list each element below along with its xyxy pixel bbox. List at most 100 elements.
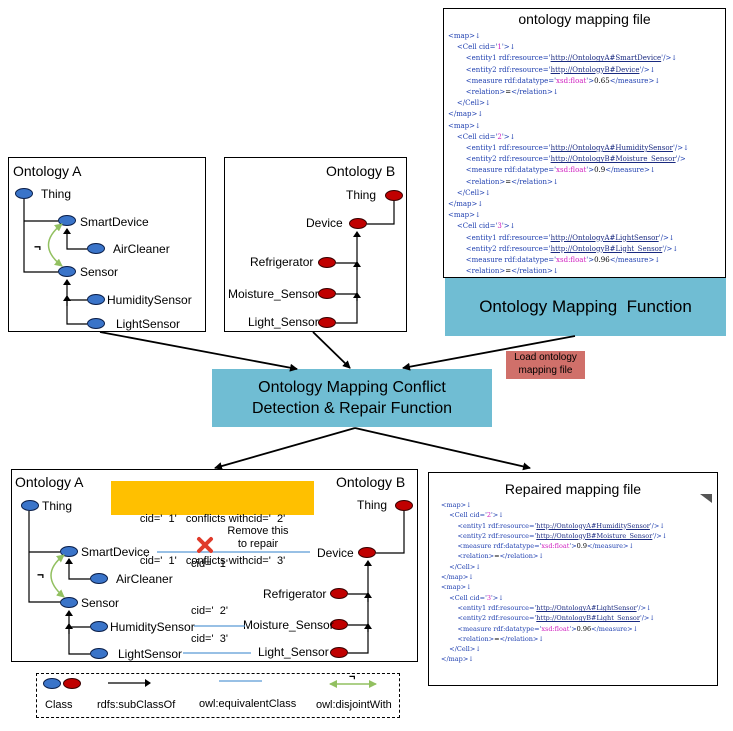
- label-aircleaner: AirCleaner: [113, 242, 170, 256]
- label-lightsensor: LightSensor: [116, 317, 181, 331]
- class-node-refrigerator: [318, 257, 336, 268]
- cid-label-3: cid=' 3': [191, 633, 228, 645]
- ontology-a-title: Ontology A: [13, 163, 82, 179]
- label-moisture-sensor: Moisture_Sensor: [228, 287, 319, 301]
- label-thing-a: Thing: [42, 499, 73, 513]
- label-moisture-sensor: Moisture_Sensor: [243, 618, 334, 632]
- legend-class-label: Class: [45, 699, 73, 711]
- class-node-device: [358, 547, 376, 558]
- code-line: <relation>=</relation>↓: [441, 552, 544, 561]
- ontology-b-title: Ontology B: [326, 163, 396, 179]
- conflict-function-line1: Ontology Mapping Conflict: [258, 379, 446, 396]
- conflict-item: cid=' 1' conflicts withcid=' 2': [139, 513, 286, 525]
- code-line: <Cell cid='3'>↓: [448, 222, 516, 231]
- code-line: <relation>=</relation>↓: [441, 634, 544, 643]
- code-line: <Cell cid='2'>↓: [448, 132, 516, 141]
- class-node-thing-a: [15, 188, 33, 199]
- code-line: <measure rdf:datatype='xsd:float'>0.96</…: [441, 624, 639, 633]
- code-line: <measure rdf:datatype='xsd:float'>0.9</m…: [441, 542, 634, 551]
- flow-arrow-to-repaired: [354, 427, 531, 471]
- mapping-file-code: <map>↓ <Cell cid='1'>↓ <entity1 rdf:reso…: [448, 31, 689, 300]
- label-thing-a: Thing: [41, 187, 72, 201]
- ontology-mapping-function: Ontology Mapping Function: [445, 278, 726, 336]
- code-line: <measure rdf:datatype='xsd:float'>0.9</m…: [448, 166, 656, 175]
- code-line: <Cell cid='2'>↓: [441, 511, 504, 520]
- ontology-b-panel: Ontology B: [224, 157, 407, 332]
- class-node-light-sensor: [330, 647, 348, 658]
- label-sensor: Sensor: [81, 596, 120, 610]
- class-node-thing-b: [385, 190, 403, 201]
- label-thing-b: Thing: [357, 498, 388, 512]
- label-aircleaner: AirCleaner: [116, 572, 173, 586]
- code-line: </Cell>↓: [441, 562, 481, 571]
- class-node-light-sensor: [318, 317, 336, 328]
- code-line: <measure rdf:datatype='xsd:float'>0.65</…: [448, 76, 661, 85]
- code-line: </Cell>↓: [448, 99, 491, 108]
- code-line: <measure rdf:datatype='xsd:float'>0.96</…: [448, 256, 661, 265]
- code-line: <entity2 rdf:resource='http://OntologyB#…: [448, 244, 679, 253]
- class-node-thing-a: [21, 500, 39, 511]
- legend: Class rdfs:subClassOf owl:equivalentClas…: [36, 671, 400, 718]
- repaired-file-title: Repaired mapping file: [504, 481, 642, 497]
- class-node-humiditysensor: [87, 294, 105, 305]
- class-node-aircleaner: [90, 573, 108, 584]
- class-node-smartdevice: [58, 215, 76, 226]
- class-node-refrigerator: [330, 588, 348, 599]
- class-node-lightsensor: [87, 318, 105, 329]
- code-line: <relation>=</relation>↓: [448, 88, 559, 97]
- remove-note-line2: to repair: [237, 538, 279, 550]
- code-line: <entity1 rdf:resource='http://OntologyA#…: [448, 54, 678, 63]
- label-smartdevice: SmartDevice: [81, 545, 150, 559]
- result-ontology-a-title: Ontology A: [15, 474, 84, 490]
- repaired-file-panel: Repaired mapping file <map>↓ <Cell cid='…: [428, 472, 718, 686]
- code-line: </Cell>↓: [441, 645, 481, 654]
- flow-arrow-ontology-b: [312, 331, 351, 369]
- conflict-function-line2: Detection & Repair Function: [251, 400, 453, 417]
- class-node-moisture-sensor: [318, 288, 336, 299]
- label-device: Device: [306, 216, 343, 230]
- remove-note-line1: Remove this: [227, 525, 289, 537]
- class-node-lightsensor: [90, 648, 108, 659]
- code-line: <entity2 rdf:resource='http://OntologyB#…: [448, 65, 656, 74]
- code-line: <relation>=</relation>↓: [448, 177, 559, 186]
- class-node-smartdevice: [60, 546, 78, 557]
- cid-label-1: cid=' 1': [191, 558, 228, 570]
- code-line: <map>↓: [448, 32, 481, 40]
- mapping-file-panel: ontology mapping file <map>↓ <Cell cid='…: [443, 8, 726, 298]
- conflict-list-box: cid=' 1' conflicts withcid=' 2' cid=' 1'…: [111, 481, 314, 567]
- disjoint-symbol: ¬: [34, 240, 42, 254]
- label-light-sensor: Light_Sensor: [248, 315, 319, 329]
- load-tag-line2: mapping file: [518, 364, 573, 376]
- mapping-file-title: ontology mapping file: [518, 11, 651, 27]
- label-humiditysensor: HumiditySensor: [107, 293, 192, 307]
- class-node-humiditysensor: [90, 621, 108, 632]
- label-smartdevice: SmartDevice: [80, 215, 149, 229]
- label-device: Device: [317, 546, 354, 560]
- load-mapping-file-tag: Load ontology mapping file: [506, 351, 585, 379]
- label-light-sensor: Light_Sensor: [258, 645, 329, 659]
- code-line: <entity1 rdf:resource='http://OntologyA#…: [441, 521, 665, 530]
- code-line: </map>↓: [448, 200, 484, 209]
- label-refrigerator: Refrigerator: [263, 587, 327, 601]
- code-line: </map>↓: [441, 655, 474, 664]
- label-thing-b: Thing: [346, 188, 377, 202]
- conflict-detection-repair-function: Ontology Mapping Conflict Detection & Re…: [212, 369, 492, 427]
- label-humiditysensor: HumiditySensor: [110, 620, 195, 634]
- legend-disjoint-label: owl:disjointWith: [316, 699, 392, 711]
- remove-note: Remove this to repair: [218, 525, 298, 551]
- code-line: <entity2 rdf:resource='http://OntologyB#…: [448, 155, 686, 164]
- code-line: <entity1 rdf:resource='http://OntologyA#…: [448, 233, 675, 242]
- code-line: <Cell cid='1'>↓: [448, 43, 516, 52]
- repaired-file-code: <map>↓ <Cell cid='2'>↓ <entity1 rdf:reso…: [441, 500, 667, 665]
- label-lightsensor: LightSensor: [118, 647, 183, 661]
- code-line: <entity2 rdf:resource='http://OntologyB#…: [441, 614, 655, 623]
- code-line: <map>↓: [448, 121, 481, 130]
- code-line: <relation>=</relation>↓: [448, 267, 559, 276]
- class-node-device: [349, 218, 367, 229]
- legend-disjoint-symbol: ¬: [349, 671, 356, 683]
- class-node-sensor: [58, 266, 76, 277]
- conflict-item: cid=' 1' conflicts withcid=' 3': [139, 555, 286, 567]
- code-line: <entity1 rdf:resource='http://OntologyA#…: [441, 603, 652, 612]
- label-refrigerator: Refrigerator: [250, 255, 314, 269]
- legend-subclass-label: rdfs:subClassOf: [97, 699, 176, 711]
